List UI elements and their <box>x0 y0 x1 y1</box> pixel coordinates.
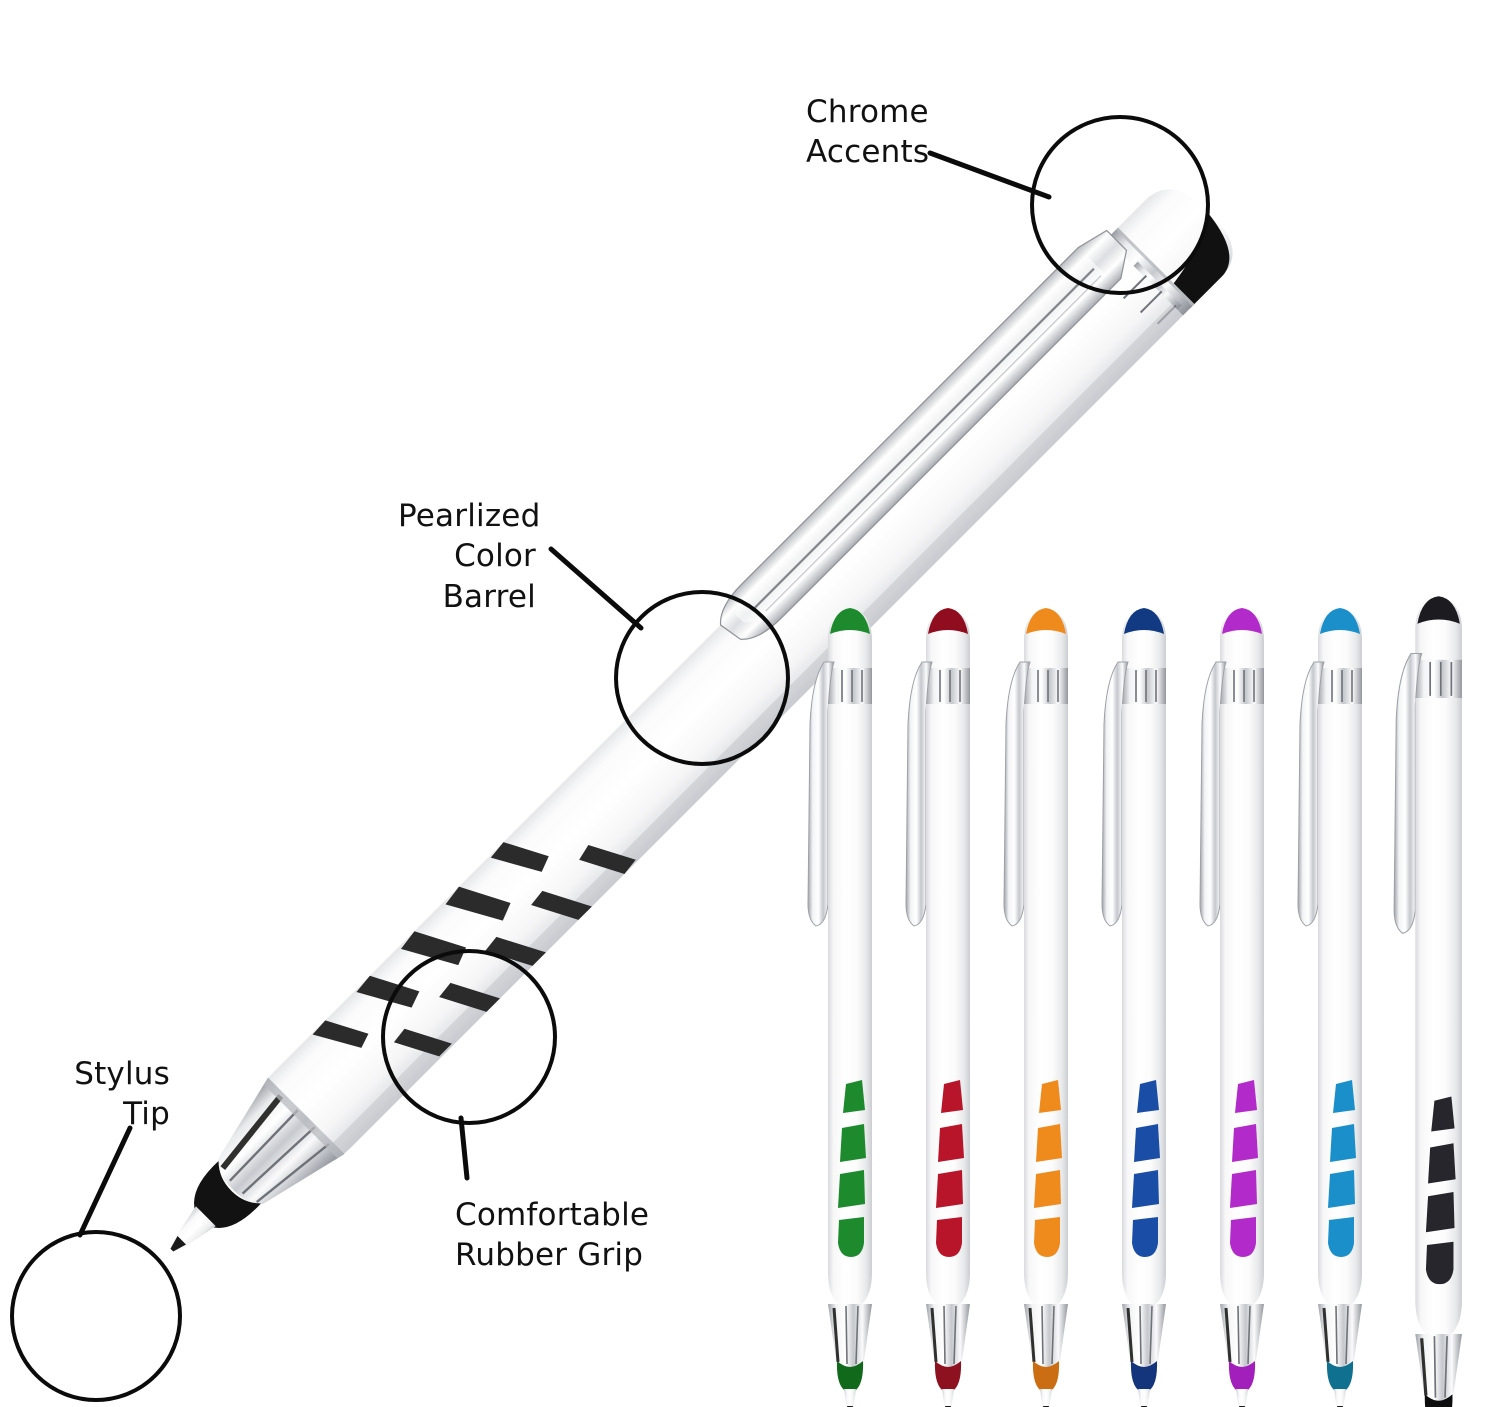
variant-pen-blue <box>1101 608 1166 1407</box>
hero-pen-barrel <box>255 196 1226 1167</box>
callout-leader-stylus-tip <box>77 1125 133 1238</box>
variant-pen-cyan <box>1297 608 1362 1407</box>
callout-label-stylus-tip: Stylus Tip <box>74 1056 170 1133</box>
callout-label-pearlized-color-barrel: Pearlized Color Barrel <box>398 498 541 615</box>
variant-pen-magenta <box>1199 608 1264 1407</box>
callout-label-chrome-accents: Chrome Accents <box>806 94 930 171</box>
callout-circle-chrome-accents <box>1030 115 1210 295</box>
callout-circle-comfortable-rubber-grip <box>381 949 557 1125</box>
variant-pen-orange <box>1003 608 1068 1407</box>
color-variant-pen-row <box>807 596 1462 1407</box>
variant-pen-red <box>905 608 970 1407</box>
callout-leader-comfortable-rubber-grip <box>458 1115 470 1181</box>
callout-circle-pearlized-color-barrel <box>614 590 790 766</box>
variant-pen-black <box>1393 596 1462 1407</box>
callout-leader-chrome-accents <box>927 150 1052 200</box>
hero-pen-clip <box>719 229 1182 640</box>
hero-pen-chrome-cone <box>217 1077 345 1205</box>
hero-pen-chrome-collar <box>1106 227 1195 316</box>
hero-pen-stylus-tip <box>194 1161 261 1228</box>
hero-pen-rubber-grip <box>312 842 636 1057</box>
callout-overlays <box>10 115 1210 1402</box>
variant-pen-green <box>807 608 872 1407</box>
hero-pen <box>170 189 1233 1252</box>
callout-leader-pearlized-color-barrel <box>548 546 644 631</box>
hero-pen-writing-point <box>170 1206 216 1252</box>
callout-circle-stylus-tip <box>10 1230 182 1402</box>
hero-pen-top-cap <box>1117 189 1233 309</box>
callout-label-comfortable-rubber-grip: Comfortable Rubber Grip <box>455 1197 650 1274</box>
